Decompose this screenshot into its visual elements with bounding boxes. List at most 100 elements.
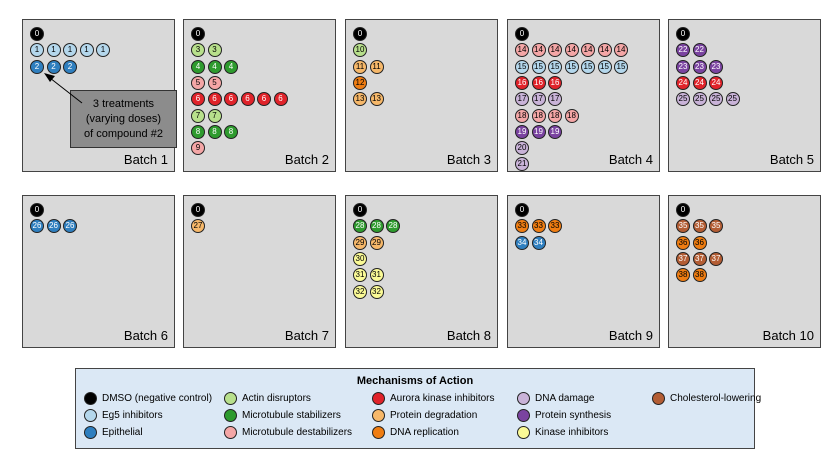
compound-dot: 15	[515, 59, 529, 74]
compound-dot: 15	[614, 59, 628, 74]
compound-dot: 12	[353, 75, 367, 90]
compound-dot: 26	[30, 219, 44, 234]
compound-dot: 22	[676, 43, 690, 58]
legend-label: Cholesterol-lowering	[670, 393, 762, 404]
compound-dot: 6	[207, 92, 222, 107]
compound-dot: 22	[692, 43, 707, 58]
compound-dot: 38	[692, 268, 707, 283]
legend-swatch	[517, 426, 530, 439]
compound-dot: 25	[692, 92, 707, 107]
compound-dot: 15	[581, 59, 595, 74]
compound-dot: 14	[515, 43, 529, 58]
legend-swatch	[84, 426, 97, 439]
compound-dot: 14	[597, 43, 612, 58]
compound-dot: 32	[353, 284, 367, 299]
compound-dot: 17	[531, 92, 546, 107]
compound-dot: 34	[515, 235, 529, 250]
batch-label: Batch 9	[608, 328, 653, 343]
compound-dot: 7	[191, 108, 205, 123]
compound-dot: 18	[564, 108, 579, 123]
compound-dot: 0	[515, 203, 529, 217]
legend-label: Actin disruptors	[242, 393, 311, 404]
compound-dot: 1	[30, 43, 44, 58]
callout-line-2: (varying doses)	[85, 113, 162, 125]
legend-swatch	[517, 409, 530, 422]
legend-swatch	[84, 409, 97, 422]
batch-label: Batch 4	[608, 152, 653, 167]
legend-label: Protein synthesis	[535, 410, 612, 421]
compound-dot: 9	[191, 141, 205, 156]
compound-dot: 37	[692, 251, 707, 266]
legend-label: Epithelial	[102, 427, 143, 438]
compound-dot: 28	[369, 219, 384, 234]
legend-swatch	[224, 409, 237, 422]
compound-dot: 28	[386, 219, 400, 234]
compound-dot: 0	[353, 203, 367, 217]
compound-dot: 1	[96, 43, 110, 58]
compound-dot: 24	[676, 75, 690, 90]
callout-line-3: of compound #2	[84, 128, 163, 140]
legend-label: Microtubule destabilizers	[242, 427, 353, 438]
compound-dot: 25	[676, 92, 690, 107]
compound-dot: 6	[240, 92, 255, 107]
compound-dot: 29	[353, 235, 367, 250]
compound-dot: 1	[46, 43, 61, 58]
compound-dot: 0	[30, 203, 44, 217]
compound-dot: 19	[515, 124, 529, 139]
compound-dot: 36	[692, 235, 707, 250]
legend-label: Microtubule stabilizers	[242, 410, 341, 421]
batch-label: Batch 1	[123, 152, 168, 167]
compound-dot: 25	[709, 92, 723, 107]
compound-dot: 5	[191, 75, 205, 90]
compound-dot: 0	[676, 27, 690, 41]
compound-dot: 16	[515, 75, 529, 90]
legend-swatch	[372, 392, 385, 405]
legend-label: Eg5 inhibitors	[102, 410, 163, 421]
compound-dot: 25	[725, 92, 740, 107]
legend-swatch	[84, 392, 97, 405]
compound-dot: 33	[531, 219, 546, 234]
batch-label: Batch 8	[446, 328, 491, 343]
compound-dot: 14	[548, 43, 562, 58]
compound-dot: 27	[191, 219, 205, 234]
batch-label: Batch 5	[769, 152, 814, 167]
compound-dot: 23	[709, 59, 723, 74]
compound-dot: 26	[63, 219, 77, 234]
compound-dot: 37	[676, 251, 690, 266]
compound-dot: 8	[191, 124, 205, 139]
compound-dot: 3	[207, 43, 222, 58]
compound-dot: 6	[191, 92, 205, 107]
compound-dot: 24	[709, 75, 723, 90]
compound-dot: 0	[676, 203, 690, 217]
callout-line-1: 3 treatments	[92, 98, 155, 110]
compound-dot: 35	[709, 219, 723, 234]
callout-box: 3 treatments (varying doses) of compound…	[70, 90, 177, 148]
compound-dot: 14	[581, 43, 595, 58]
compound-dot: 15	[597, 59, 612, 74]
compound-dot: 24	[692, 75, 707, 90]
compound-dot: 2	[30, 59, 44, 74]
compound-dot: 0	[30, 27, 44, 41]
legend-swatch	[372, 409, 385, 422]
compound-dot: 14	[614, 43, 628, 58]
compound-dot: 33	[548, 219, 562, 234]
compound-dot: 23	[692, 59, 707, 74]
compound-dot: 4	[191, 59, 205, 74]
compound-dot: 10	[353, 43, 367, 58]
batch-label: Batch 7	[284, 328, 329, 343]
compound-dot: 4	[207, 59, 222, 74]
compound-dot: 11	[369, 59, 384, 74]
legend-label: Aurora kinase inhibitors	[390, 393, 495, 404]
compound-dot: 31	[369, 268, 384, 283]
compound-dot: 2	[63, 59, 77, 74]
compound-dot: 15	[531, 59, 546, 74]
legend-label: DNA replication	[390, 427, 459, 438]
compound-dot: 20	[515, 141, 529, 156]
legend-title: Mechanisms of Action	[356, 375, 474, 387]
compound-dot: 17	[548, 92, 562, 107]
